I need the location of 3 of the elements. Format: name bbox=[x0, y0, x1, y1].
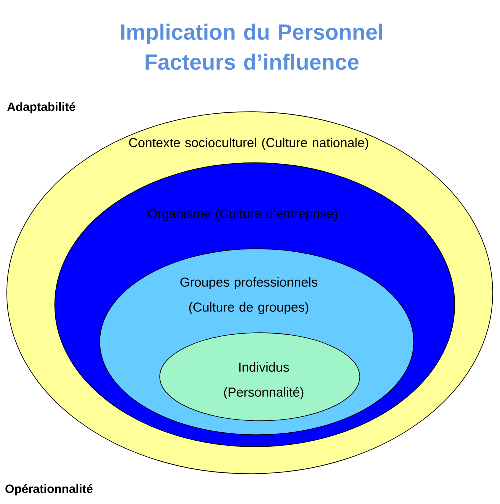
side-label: Adaptabilité bbox=[8, 102, 76, 114]
title: Implication du Personnel Facteurs d’influence bbox=[121, 24, 382, 70]
side-label: Opérationnalité bbox=[6, 484, 93, 496]
